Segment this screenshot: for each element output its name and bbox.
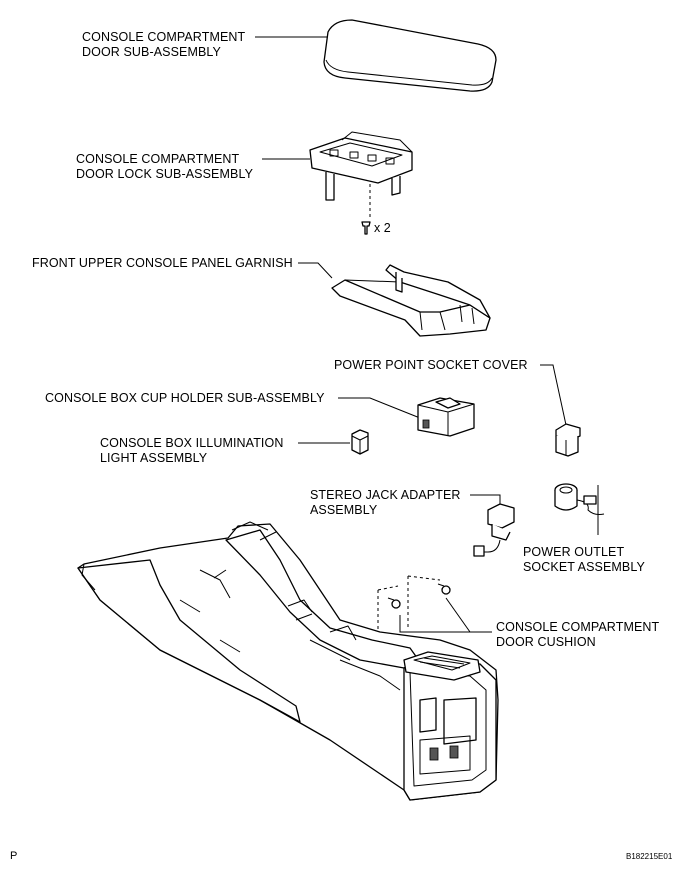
label-illumination-line2: LIGHT ASSEMBLY: [100, 451, 208, 465]
console-door-lid-drawing: [323, 19, 497, 92]
label-stereo-jack-line2: ASSEMBLY: [310, 503, 378, 517]
door-lock-drawing: [309, 131, 413, 235]
label-console-compartment-door-line2: DOOR SUB-ASSEMBLY: [82, 45, 221, 59]
label-screw-quantity: x 2: [374, 221, 391, 235]
console-box-drawing: [77, 521, 499, 801]
label-front-upper-console-panel-garnish: FRONT UPPER CONSOLE PANEL GARNISH: [32, 256, 293, 270]
page-marker: P: [10, 850, 18, 862]
label-door-lock-line2: DOOR LOCK SUB-ASSEMBLY: [76, 167, 254, 181]
label-cushion-line2: DOOR CUSHION: [496, 635, 596, 649]
leader-garnish: [298, 262, 333, 279]
leader-socket-cover: [540, 364, 567, 426]
power-outlet-drawing: [554, 483, 605, 515]
garnish-drawing: [331, 264, 491, 337]
leader-cup-holder: [338, 397, 421, 419]
leader-cushion-b: [445, 597, 471, 633]
leader-cushion-a: [399, 615, 492, 633]
label-stereo-jack-line1: STEREO JACK ADAPTER: [310, 488, 461, 502]
cup-holder-drawing: [417, 397, 475, 437]
label-illumination-line1: CONSOLE BOX ILLUMINATION: [100, 436, 284, 450]
socket-cover-drawing: [555, 423, 581, 457]
label-power-outlet-line2: SOCKET ASSEMBLY: [523, 560, 645, 574]
illumination-light-drawing: [351, 429, 369, 455]
stereo-jack-drawing: [473, 503, 515, 557]
leader-stereo-jack: [470, 494, 501, 505]
label-console-compartment-door-line1: CONSOLE COMPARTMENT: [82, 30, 246, 44]
label-power-point-socket-cover: POWER POINT SOCKET COVER: [334, 358, 528, 372]
label-console-box-cup-holder: CONSOLE BOX CUP HOLDER SUB-ASSEMBLY: [45, 391, 325, 405]
label-cushion-line1: CONSOLE COMPARTMENT: [496, 620, 660, 634]
label-power-outlet-line1: POWER OUTLET: [523, 545, 625, 559]
figure-code: B182215E01: [626, 852, 673, 861]
cushions-drawing: [377, 575, 451, 640]
label-door-lock-line1: CONSOLE COMPARTMENT: [76, 152, 240, 166]
leader-lines: [255, 36, 599, 633]
